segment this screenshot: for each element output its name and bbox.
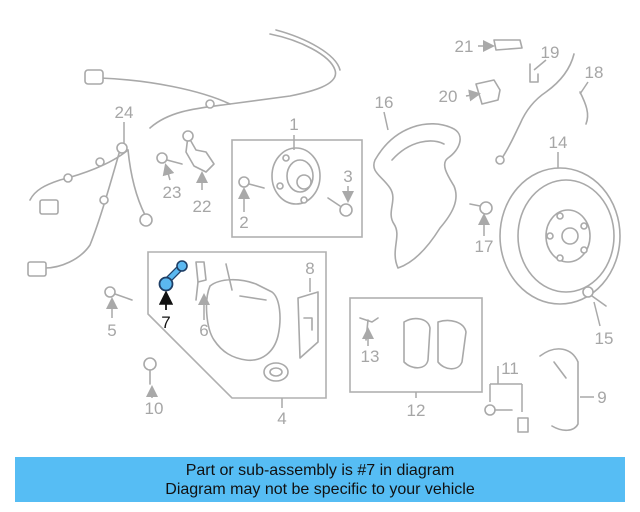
abs-sensor-22 xyxy=(182,130,215,173)
callout-5: 5 xyxy=(107,321,116,340)
bracket-20 xyxy=(475,79,501,105)
brake-pad-8 xyxy=(297,291,319,359)
callout-17: 17 xyxy=(475,237,494,256)
wheel-hub xyxy=(271,147,321,205)
callout-3: 3 xyxy=(343,167,352,186)
callout-9: 9 xyxy=(597,388,606,407)
callout-1: 1 xyxy=(289,115,298,134)
callout-10: 10 xyxy=(145,399,164,418)
caliper-assembly-box xyxy=(147,251,327,399)
banner-line-1: Part or sub-assembly is #7 in diagram xyxy=(185,461,455,479)
callout-23: 23 xyxy=(163,183,182,202)
callout-4: 4 xyxy=(277,409,286,428)
bolt-15 xyxy=(582,286,607,307)
callout-24: 24 xyxy=(115,103,134,122)
caliper-bracket-9 xyxy=(539,348,579,432)
bolt-5 xyxy=(104,286,133,301)
clip-19 xyxy=(529,63,539,83)
callout-18: 18 xyxy=(585,63,604,82)
banner-line-2: Diagram may not be specific to your vehi… xyxy=(165,480,475,498)
exploded-parts-diagram: 1 2 3 4 5 6 7 8 9 10 11 12 13 14 15 16 1… xyxy=(27,29,621,433)
callout-11: 11 xyxy=(501,359,519,378)
callout-labels: 1 2 3 4 5 6 7 8 9 10 11 12 13 14 15 16 1… xyxy=(107,37,613,428)
callout-22: 22 xyxy=(193,197,212,216)
callout-12: 12 xyxy=(407,401,426,420)
callout-leaders xyxy=(106,40,601,412)
brake-caliper xyxy=(205,263,289,382)
brake-hose xyxy=(495,53,589,165)
brake-pads xyxy=(403,317,467,370)
callout-2: 2 xyxy=(239,213,248,232)
callout-21: 21 xyxy=(455,37,474,56)
callout-19: 19 xyxy=(541,43,560,62)
clip-21 xyxy=(493,39,523,51)
bolt-23 xyxy=(156,152,183,165)
bolts-11 xyxy=(484,404,529,433)
callout-14: 14 xyxy=(549,133,568,152)
bolt-17 xyxy=(469,201,493,215)
callout-8: 8 xyxy=(305,259,314,278)
pad-set-box xyxy=(349,297,483,393)
callout-6: 6 xyxy=(199,321,208,340)
callout-15: 15 xyxy=(595,329,614,348)
brake-disc xyxy=(499,167,621,305)
bolt-10 xyxy=(143,357,157,385)
info-banner: Part or sub-assembly is #7 in diagram Di… xyxy=(15,457,625,502)
wear-sensor-13 xyxy=(359,317,379,341)
splash-shield xyxy=(373,123,461,269)
bolt-3 xyxy=(327,197,353,217)
caliper-bolt-7-highlighted xyxy=(158,260,188,292)
callout-7: 7 xyxy=(161,313,170,332)
callout-13: 13 xyxy=(361,347,380,366)
bolt-2 xyxy=(238,176,265,189)
sensor-6 xyxy=(195,261,207,301)
callout-20: 20 xyxy=(439,87,458,106)
hub-assembly-box xyxy=(231,139,363,238)
callout-16: 16 xyxy=(375,93,394,112)
wiring-harness xyxy=(27,29,341,277)
